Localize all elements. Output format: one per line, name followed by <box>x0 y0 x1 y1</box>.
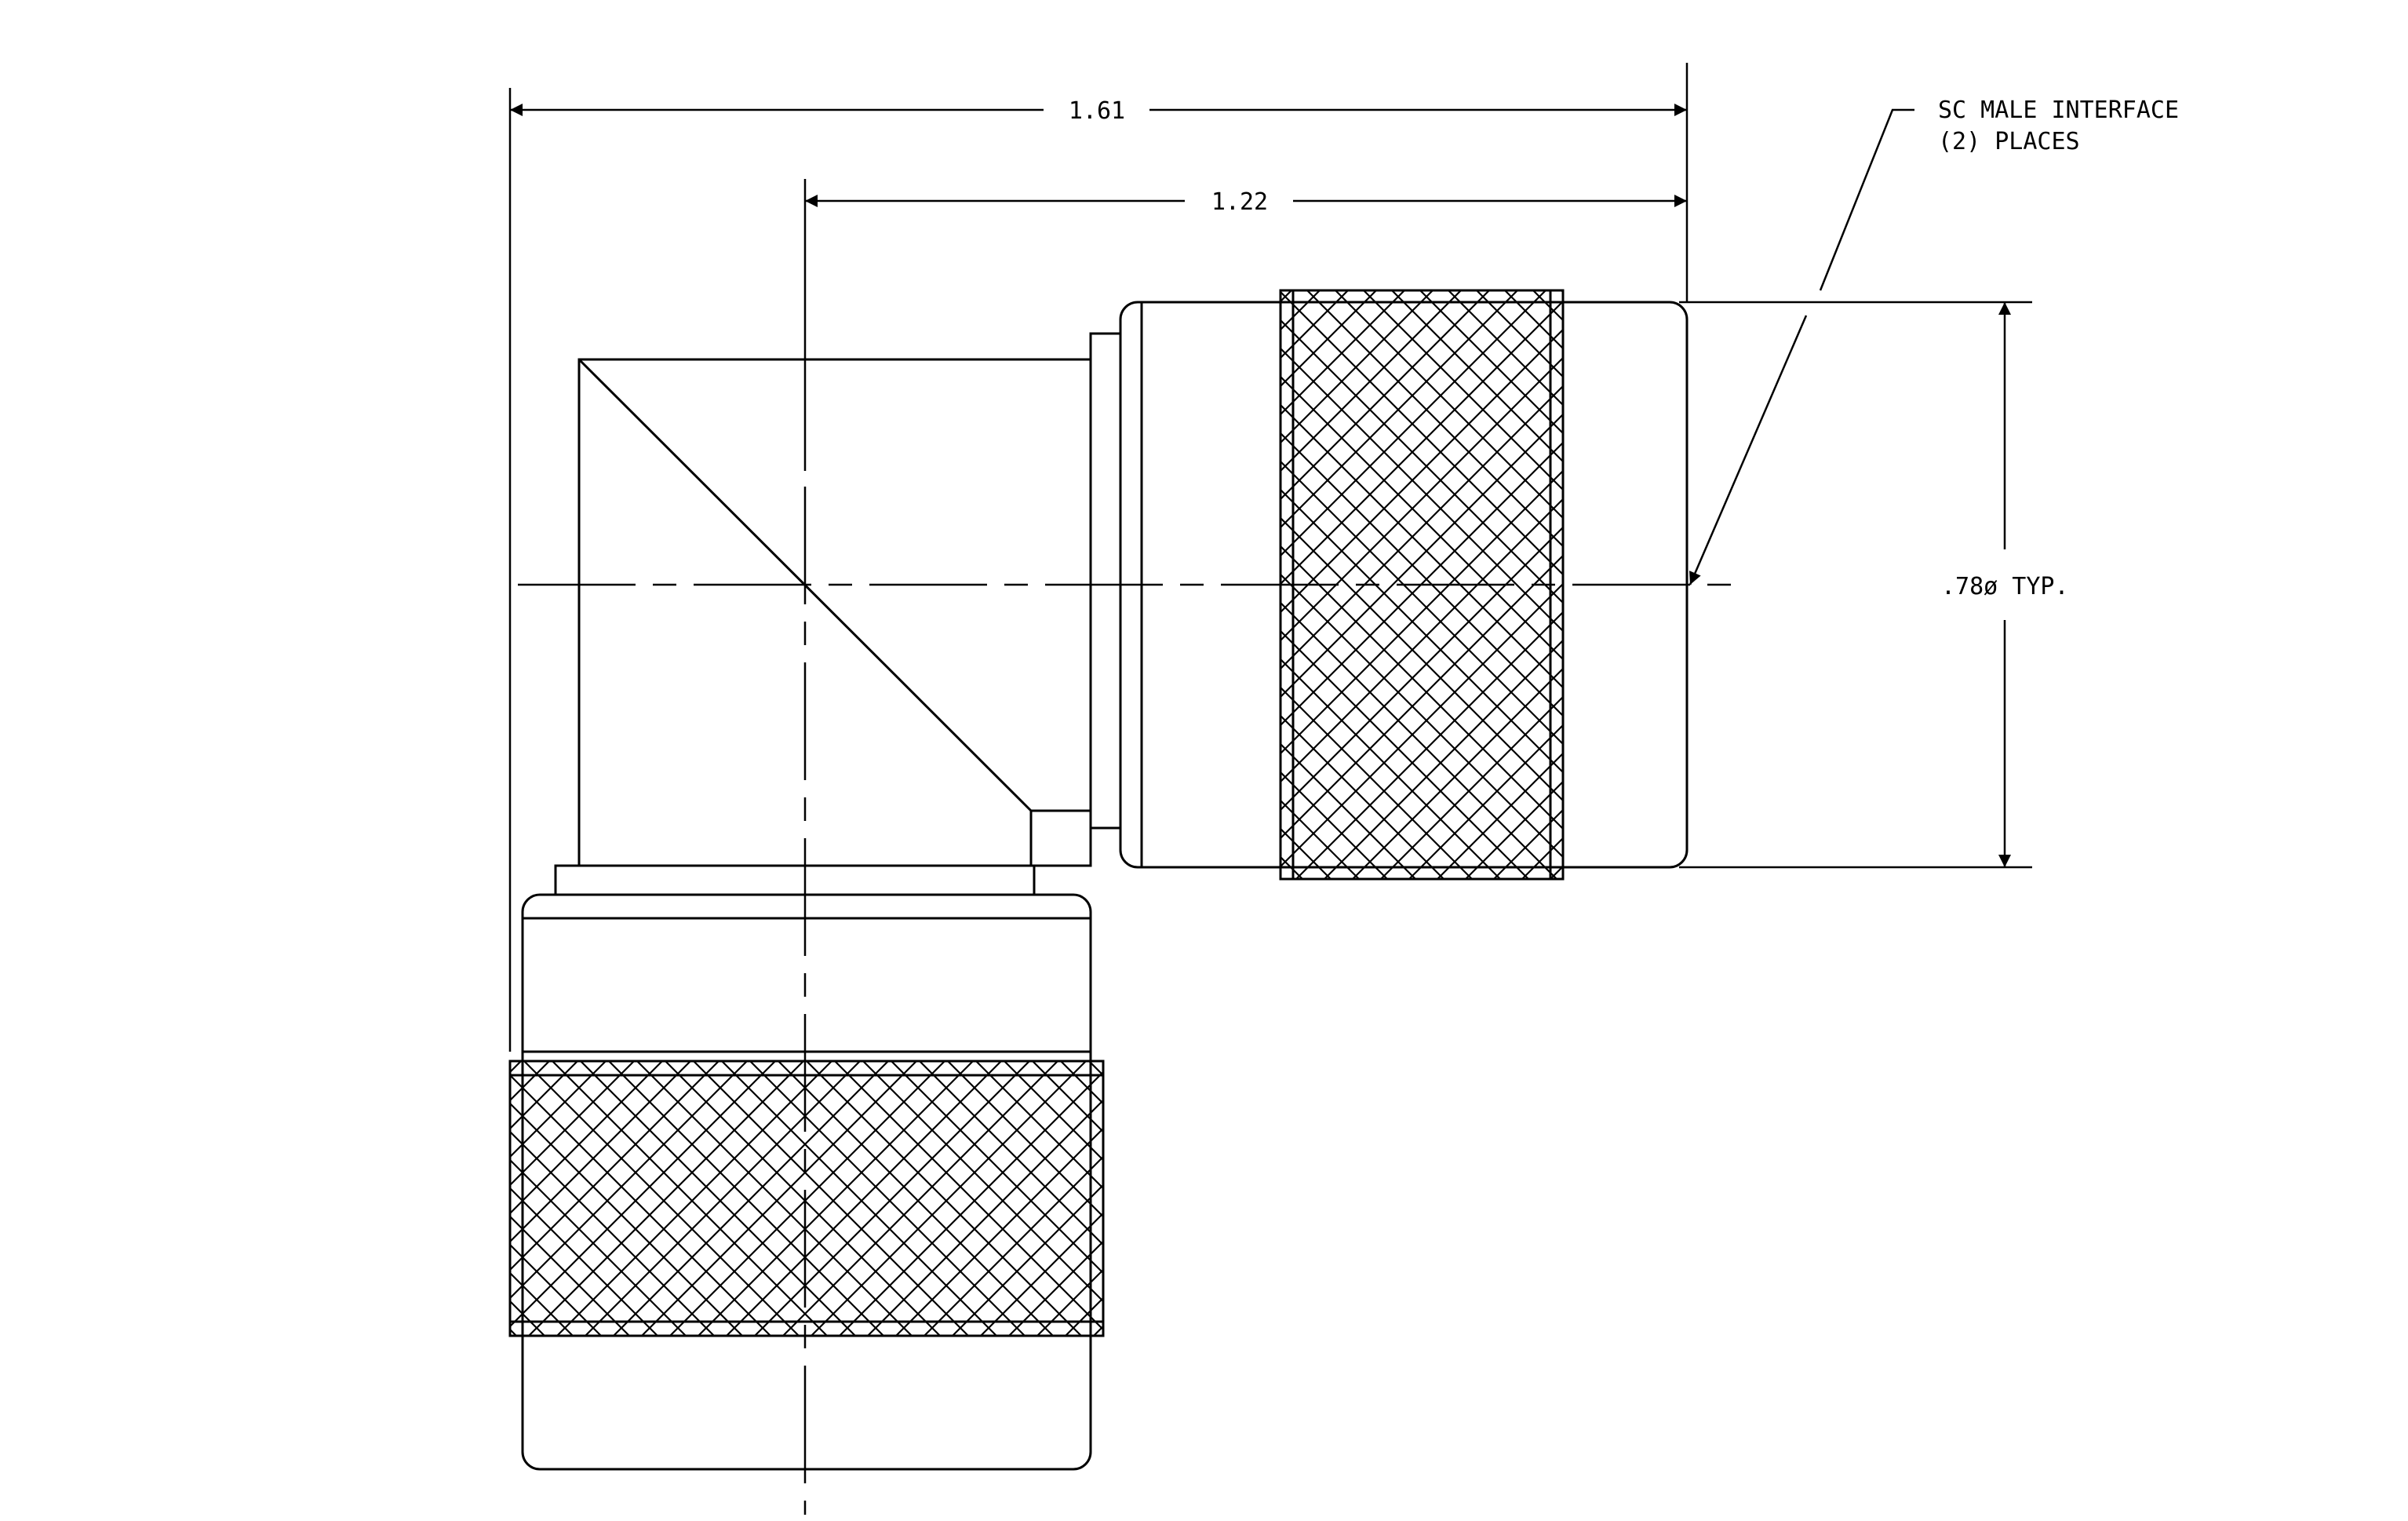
bottom-knurl-band <box>508 1060 1105 1337</box>
interface-callout: SC MALE INTERFACE (2) PLACES <box>1689 97 2179 585</box>
elbow-body <box>554 332 1122 896</box>
callout-line-2: (2) PLACES <box>1938 128 2080 155</box>
dimension-diameter: .78ø TYP. <box>1679 301 2069 869</box>
callout-line-1: SC MALE INTERFACE <box>1938 97 2179 124</box>
bottom-connector <box>508 893 1105 1471</box>
dimension-center-to-end-label: 1.22 <box>1211 188 1268 216</box>
centerlines <box>518 487 1742 1515</box>
dimension-center-to-end: 1.22 <box>803 179 1687 471</box>
dimension-overall-length: 1.61 <box>508 63 1689 1052</box>
dimension-overall-length-label: 1.61 <box>1069 97 1125 125</box>
dimension-diameter-label: .78ø TYP. <box>1941 573 2069 600</box>
